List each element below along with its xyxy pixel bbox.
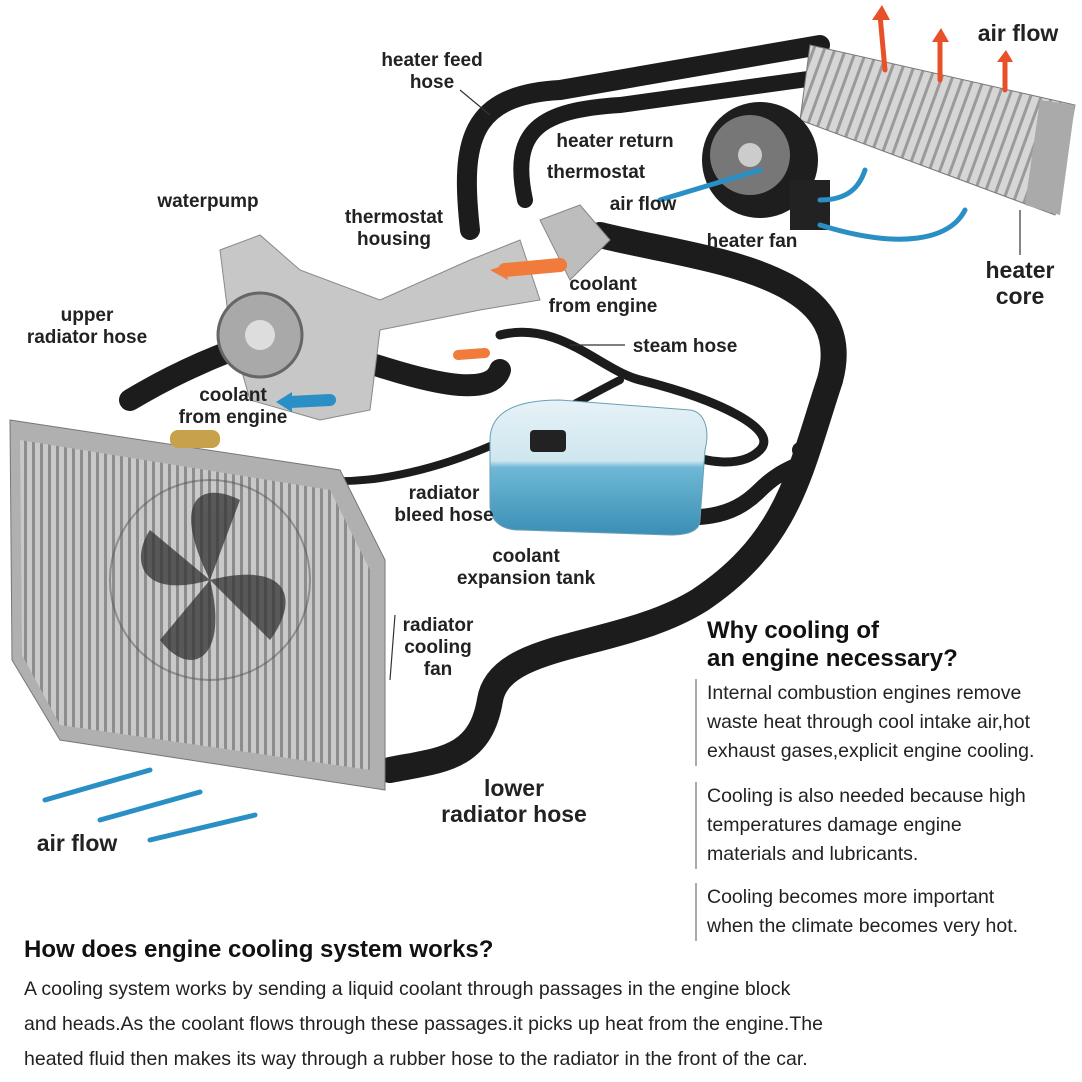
expansion-tank — [489, 399, 708, 536]
label-thermostat-housing: thermostat housing — [344, 207, 444, 250]
label-heater-fan: heater fan — [706, 231, 798, 252]
why-paragraph-3: Cooling becomes more important when the … — [695, 883, 1077, 941]
label-radiator-cooling-fan: radiator cooling fan — [402, 615, 474, 680]
leader-lines — [389, 89, 1021, 681]
radiator-fan-blades — [140, 492, 286, 660]
label-waterpump: waterpump — [157, 191, 259, 212]
heater-return-hose — [513, 70, 823, 208]
heater-core — [799, 44, 1076, 216]
label-air-flow-fan: air flow — [609, 194, 677, 215]
label-lower-radiator-hose: lower radiator hose — [441, 775, 587, 827]
why-paragraph-1: Internal combustion engines remove waste… — [695, 679, 1077, 766]
label-radiator-bleed-hose: radiator bleed hose — [394, 483, 494, 526]
label-steam-hose: steam hose — [632, 336, 738, 357]
coolant-from-engine-arrow-right — [498, 258, 567, 277]
label-air-flow-bottom: air flow — [36, 830, 118, 856]
how-it-works-title: How does engine cooling system works? — [24, 936, 494, 963]
how-it-works-section: How does engine cooling system works? A … — [24, 936, 1074, 1077]
flow-arrows — [42, 5, 1013, 843]
cold-air-arrows — [42, 167, 968, 843]
label-coolant-from-engine-left: coolant from engine — [178, 385, 288, 428]
label-coolant-from-engine-right: coolant from engine — [548, 274, 658, 317]
label-heater-return: heater return — [556, 131, 674, 152]
label-thermostat: thermostat — [546, 162, 646, 183]
label-air-flow-top: air flow — [977, 20, 1059, 46]
how-it-works-body: A cooling system works by sending a liqu… — [24, 978, 823, 1070]
heater-fan — [702, 102, 830, 230]
why-cooling-title: Why cooling of an engine necessary? — [707, 617, 958, 672]
label-heater-core: heater core — [985, 257, 1055, 309]
radiator — [9, 419, 386, 791]
water-pump — [216, 204, 611, 421]
lower-radiator-hose — [377, 222, 847, 783]
why-cooling-section: Why cooling of an engine necessary? Inte… — [695, 617, 1077, 941]
label-upper-radiator-hose: upper radiator hose — [26, 305, 148, 348]
label-heater-feed-hose: heater feed hose — [381, 50, 483, 93]
hot-air-arrows — [877, 12, 1008, 93]
label-coolant-expansion-tank: coolant expansion tank — [456, 546, 596, 589]
engine-outlet-hose — [349, 349, 511, 397]
coolant-from-engine-arrow-left — [284, 394, 336, 408]
steam-arrow — [453, 348, 490, 360]
heater-feed-hose — [456, 35, 830, 240]
why-paragraph-2: Cooling is also needed because high temp… — [695, 782, 1077, 869]
